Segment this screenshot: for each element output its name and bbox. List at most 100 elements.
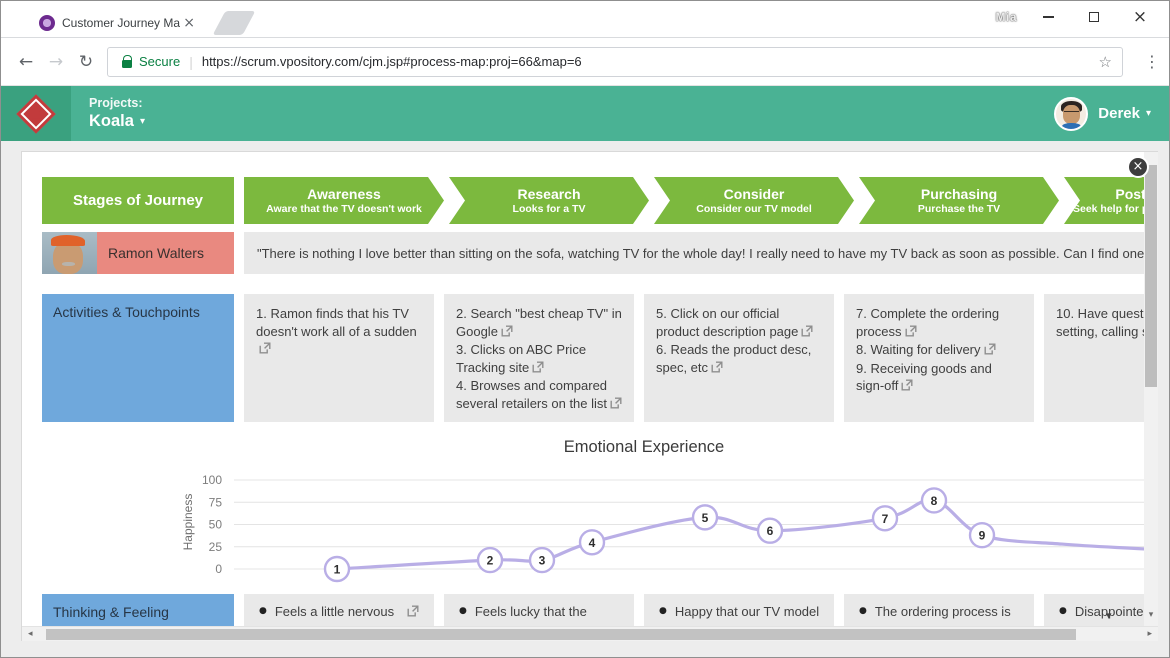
omnibox-separator: | <box>189 53 193 70</box>
user-avatar[interactable] <box>1054 96 1089 131</box>
thinking-card-consider[interactable]: ● Happy that our TV model <box>644 594 834 626</box>
app-header: Projects: Koala ▾ Derek ▾ <box>1 86 1169 141</box>
horizontal-scrollbar[interactable]: ◂ ▸ <box>22 626 1158 641</box>
app-logo[interactable] <box>1 86 71 141</box>
svg-text:2: 2 <box>487 554 494 568</box>
stage-purchasing[interactable]: Purchasing Purchase the TV <box>859 177 1059 224</box>
svg-text:25: 25 <box>209 540 223 554</box>
new-tab-button[interactable] <box>212 11 256 35</box>
project-switcher[interactable]: Projects: Koala ▾ <box>89 96 145 131</box>
vp-diamond-icon <box>16 93 56 134</box>
svg-text:6: 6 <box>767 524 774 538</box>
user-name[interactable]: Derek <box>1098 105 1140 122</box>
reload-button[interactable]: ↻ <box>78 51 94 72</box>
activity-card-purchasing[interactable]: 7. Complete the ordering process 8. Wait… <box>844 294 1034 422</box>
external-link-icon[interactable] <box>532 360 544 378</box>
svg-text:50: 50 <box>209 518 223 532</box>
external-link-icon[interactable] <box>610 396 622 414</box>
svg-text:8: 8 <box>931 494 938 508</box>
site-favicon-icon <box>39 15 55 31</box>
activity-card-research[interactable]: 2. Search "best cheap TV" in Google 3. C… <box>444 294 634 422</box>
stage-research[interactable]: Research Looks for a TV <box>449 177 649 224</box>
external-link-icon[interactable] <box>901 378 913 396</box>
close-window-button[interactable]: × <box>1117 2 1163 32</box>
page-background: Stages of Journey Awareness Aware that t… <box>1 141 1169 657</box>
secure-label[interactable]: Secure <box>139 54 181 69</box>
thinking-card-purchasing[interactable]: ● The ordering process is <box>844 594 1034 626</box>
svg-text:75: 75 <box>209 495 223 509</box>
emotional-experience-chart[interactable]: 100 75 50 25 0 1 2 3 4 5 6 7 8 9 <box>22 472 1144 607</box>
address-bar[interactable]: Secure | https://scrum.vpository.com/cjm… <box>107 46 1123 77</box>
browser-toolbar: ← → ↻ Secure | https://scrum.vpository.c… <box>1 37 1169 86</box>
stage-consider[interactable]: Consider Consider our TV model <box>654 177 854 224</box>
chart-title: Emotional Experience <box>563 438 725 456</box>
external-link-icon[interactable] <box>501 324 513 342</box>
svg-text:3: 3 <box>539 554 546 568</box>
scroll-right-icon[interactable]: ▸ <box>1147 629 1152 639</box>
journey-map-panel: Stages of Journey Awareness Aware that t… <box>21 151 1158 641</box>
bookmark-star-icon[interactable]: ☆ <box>1098 52 1112 71</box>
bullet-icon: ● <box>659 606 667 616</box>
stages-header: Stages of Journey <box>42 177 234 224</box>
bullet-icon: ● <box>1059 606 1067 616</box>
user-dropdown-icon[interactable]: ▾ <box>1145 107 1151 119</box>
user-menu[interactable]: Derek ▾ <box>1054 96 1151 131</box>
svg-text:1: 1 <box>334 563 341 577</box>
lock-icon[interactable] <box>122 54 133 68</box>
external-link-icon[interactable] <box>905 324 917 342</box>
tab-close-icon[interactable]: × <box>183 14 195 31</box>
external-link-icon[interactable] <box>801 324 813 342</box>
svg-text:0: 0 <box>215 562 222 576</box>
close-map-button[interactable]: × <box>1127 156 1149 178</box>
projects-label: Projects: <box>89 96 143 110</box>
activity-card-awareness[interactable]: 1. Ramon finds that his TV doesn't work … <box>244 294 434 422</box>
tab-title: Customer Journey Mappi <box>62 15 180 30</box>
thinking-card-awareness[interactable]: ● Feels a little nervous <box>244 594 434 626</box>
persona-name[interactable]: Ramon Walters <box>97 232 234 274</box>
maximize-icon <box>1089 12 1099 22</box>
back-button[interactable]: ← <box>18 51 34 72</box>
minimize-icon <box>1042 16 1054 18</box>
svg-text:5: 5 <box>702 511 709 525</box>
stage-post-purchase[interactable]: Post-purchase Seek help for problems enc… <box>1064 177 1144 224</box>
persona-photo[interactable] <box>42 232 97 274</box>
bullet-icon: ● <box>459 606 467 616</box>
scroll-down-icon[interactable]: ▾ <box>1148 610 1154 620</box>
horizontal-scrollbar-thumb[interactable] <box>46 629 1076 640</box>
activity-card-post-purchase[interactable]: 10. Have question on TV setting, calling… <box>1044 294 1144 422</box>
svg-text:9: 9 <box>979 529 986 543</box>
external-link-icon[interactable] <box>711 360 723 378</box>
forward-button[interactable]: → <box>48 51 64 72</box>
bullet-icon: ● <box>259 606 267 616</box>
svg-text:100: 100 <box>202 473 222 487</box>
project-name[interactable]: Koala <box>89 112 134 130</box>
svg-text:4: 4 <box>589 536 596 550</box>
browser-tab[interactable]: Customer Journey Mappi × <box>21 8 209 37</box>
title-bar: Customer Journey Mappi × Mia × <box>1 1 1169 37</box>
chevron-down-icon[interactable]: ▾ <box>1106 609 1112 622</box>
scroll-left-icon[interactable]: ◂ <box>28 629 33 639</box>
project-dropdown-icon[interactable]: ▾ <box>139 115 145 127</box>
browser-menu-icon[interactable]: ⋮ <box>1144 52 1160 71</box>
persona-quote[interactable]: "There is nothing I love better than sit… <box>244 232 1144 274</box>
vertical-scrollbar[interactable]: ▾ <box>1144 152 1158 626</box>
thinking-card-research[interactable]: ● Feels lucky that the <box>444 594 634 626</box>
window-controls: × <box>1025 1 1163 33</box>
external-link-icon[interactable] <box>984 342 996 360</box>
activity-card-consider[interactable]: 5. Click on our official product descrip… <box>644 294 834 422</box>
activities-row-label: Activities & Touchpoints <box>42 294 234 422</box>
vertical-scrollbar-thumb[interactable] <box>1145 165 1157 387</box>
bullet-icon: ● <box>859 606 867 616</box>
external-link-icon[interactable] <box>407 605 419 620</box>
machine-label: Mia <box>995 10 1017 24</box>
external-link-icon[interactable] <box>259 341 271 359</box>
minimize-button[interactable] <box>1025 2 1071 32</box>
url-text[interactable]: https://scrum.vpository.com/cjm.jsp#proc… <box>201 54 582 69</box>
thinking-card-post-purchase[interactable]: ● Disappointed <box>1044 594 1144 626</box>
svg-text:7: 7 <box>882 512 889 526</box>
journey-map: Stages of Journey Awareness Aware that t… <box>22 152 1144 626</box>
stage-awareness[interactable]: Awareness Aware that the TV doesn't work <box>244 177 444 224</box>
close-icon: × <box>1132 7 1148 27</box>
maximize-button[interactable] <box>1071 2 1117 32</box>
